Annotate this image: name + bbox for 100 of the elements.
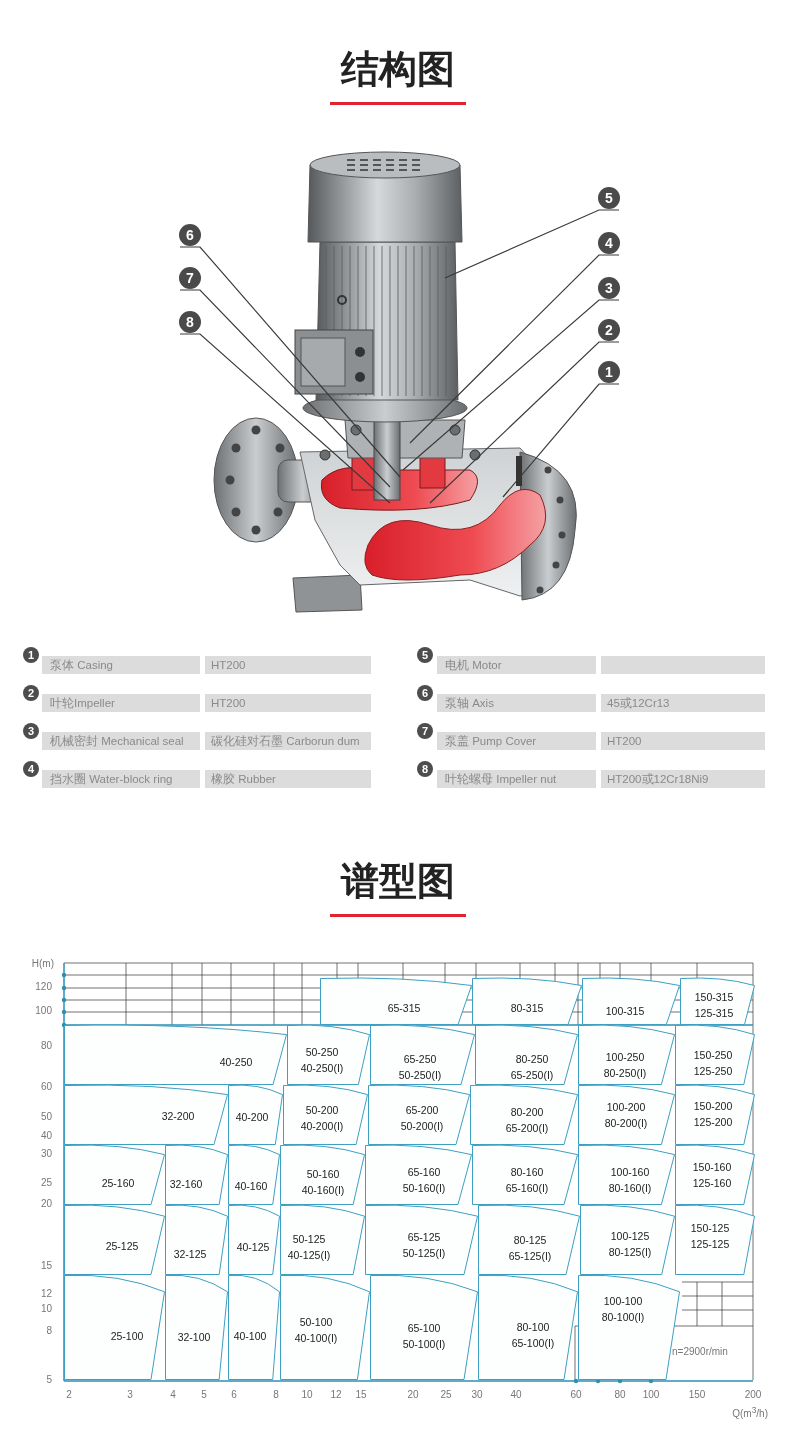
performance-region — [228, 1145, 280, 1205]
performance-region — [478, 1275, 578, 1380]
callout-number: 3 — [598, 277, 620, 299]
model-label: 150-160 125-160 — [692, 1160, 732, 1191]
callout-number: 8 — [417, 761, 433, 777]
tick-label: 60 — [40, 1081, 52, 1092]
speed-note: n=2900r/min — [672, 1346, 728, 1357]
performance-region — [165, 1275, 228, 1380]
tick-label: 20 — [40, 1198, 52, 1209]
model-label: 150-315 125-315 — [694, 990, 734, 1021]
callout-number: 3 — [23, 723, 39, 739]
material-cell: 碳化硅对石墨 Carborun dum — [205, 732, 371, 750]
tick-label: 80 — [614, 1389, 626, 1400]
model-label: 25-160 — [101, 1176, 135, 1191]
part-name-cell: 泵轴 Axis — [437, 694, 596, 712]
tick-label: 25 — [40, 1177, 52, 1188]
tick-label: 4 — [170, 1389, 176, 1400]
leader-line — [444, 209, 620, 279]
performance-region — [228, 1275, 280, 1380]
model-label: 25-100 — [110, 1329, 144, 1344]
performance-region — [578, 1085, 675, 1145]
performance-region — [64, 1205, 165, 1275]
callout-number: 7 — [417, 723, 433, 739]
model-label: 65-100 50-100(I) — [402, 1321, 446, 1352]
performance-region — [370, 1025, 475, 1085]
tick-label: 25 — [440, 1389, 452, 1400]
callout-number: 2 — [598, 319, 620, 341]
model-label: 40-100 — [233, 1329, 267, 1344]
tick-label: 80 — [40, 1040, 52, 1051]
model-label: 100-315 — [605, 1004, 645, 1019]
model-label: 40-125 — [236, 1240, 270, 1255]
tick-label: 30 — [471, 1389, 483, 1400]
tick-label: 120 — [35, 981, 52, 992]
model-label: 32-160 — [169, 1177, 203, 1192]
callout-number: 5 — [598, 187, 620, 209]
tick-label: 100 — [642, 1389, 660, 1400]
performance-region — [675, 1025, 755, 1085]
material-cell: HT200 — [205, 694, 371, 712]
tick-label: 200 — [744, 1389, 762, 1400]
tick-label: 5 — [46, 1374, 52, 1385]
model-label: 80-160 65-160(I) — [505, 1165, 549, 1196]
model-label: 150-250 125-250 — [693, 1048, 733, 1079]
tick-label: 12 — [330, 1389, 342, 1400]
leader-line — [179, 333, 391, 504]
callout-number: 7 — [179, 267, 201, 289]
callout-number: 4 — [23, 761, 39, 777]
material-cell: HT200 — [601, 732, 765, 750]
tick-label: 3 — [127, 1389, 133, 1400]
model-label: 25-125 — [105, 1239, 139, 1254]
tick-label: 15 — [355, 1389, 367, 1400]
callout-number: 1 — [598, 361, 620, 383]
tick-label: 60 — [570, 1389, 582, 1400]
model-label: 65-250 50-250(I) — [398, 1052, 442, 1083]
model-label: 100-125 80-125(I) — [608, 1229, 652, 1260]
performance-region — [675, 1205, 755, 1275]
tick-label: 10 — [301, 1389, 313, 1400]
model-label: 50-250 40-250(I) — [300, 1045, 344, 1076]
part-name-cell: 泵盖 Pump Cover — [437, 732, 596, 750]
section-heading: 结构图 — [341, 46, 455, 93]
performance-region — [64, 1275, 165, 1380]
tick-label: 12 — [40, 1288, 52, 1299]
leader-line — [409, 254, 620, 444]
model-label: 80-250 65-250(I) — [510, 1052, 554, 1083]
tick-label: 40 — [40, 1130, 52, 1141]
performance-region — [478, 1205, 580, 1275]
axis-title: Q(m$^{3}$/h) — [732, 1405, 768, 1420]
callout-number: 6 — [417, 685, 433, 701]
tick-label: 20 — [407, 1389, 419, 1400]
leader-line — [402, 299, 620, 471]
performance-region — [165, 1205, 228, 1275]
tick-label: 2 — [66, 1389, 72, 1400]
performance-region — [280, 1205, 365, 1275]
performance-region — [368, 1085, 470, 1145]
model-label: 100-160 80-160(I) — [608, 1165, 652, 1196]
performance-region — [370, 1275, 478, 1380]
performance-region — [165, 1145, 228, 1205]
callout-number: 4 — [598, 232, 620, 254]
leader-line — [502, 383, 620, 498]
part-name-cell: 机械密封 Mechanical seal — [42, 732, 200, 750]
model-label: 65-200 50-200(I) — [400, 1103, 444, 1134]
tick-label: 50 — [40, 1111, 52, 1122]
model-label: 100-200 80-200(I) — [604, 1100, 648, 1131]
model-label: 80-315 — [510, 1001, 544, 1016]
part-name-cell: 挡水圈 Water-block ring — [42, 770, 200, 788]
callout-number: 1 — [23, 647, 39, 663]
model-label: 80-100 65-100(I) — [511, 1320, 555, 1351]
callout-number: 8 — [179, 311, 201, 333]
model-label: 32-200 — [161, 1109, 195, 1124]
leader-line — [179, 246, 401, 478]
model-label: 40-160 — [234, 1179, 268, 1194]
performance-region — [365, 1205, 478, 1275]
model-label: 32-100 — [177, 1330, 211, 1345]
performance-region — [472, 978, 582, 1025]
part-name-cell: 叶轮螺母 Impeller nut — [437, 770, 596, 788]
model-label: 65-125 50-125(I) — [402, 1230, 446, 1261]
tick-label: 30 — [40, 1148, 52, 1159]
tick-label: 5 — [201, 1389, 207, 1400]
model-label: 65-315 — [387, 1001, 421, 1016]
callout-number: 5 — [417, 647, 433, 663]
model-label: 40-250 — [219, 1055, 253, 1070]
